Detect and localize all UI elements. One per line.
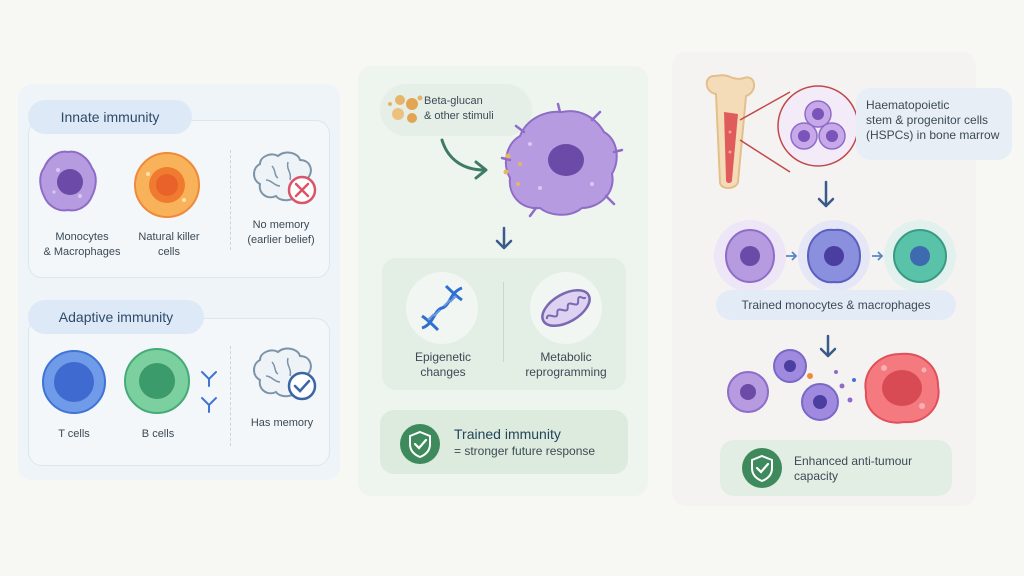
b-cells-label: B cells [141,428,175,440]
zoom-lines [739,91,791,173]
brain-memory-icon [253,347,317,401]
differentiation-row [714,220,956,292]
antibody-icon [201,371,217,413]
b-cell-icon [124,348,190,414]
stimuli-label: Beta-glucan & other stimuli [424,95,494,122]
t-cells-label: T cells [58,428,90,440]
beta-glucan-icon [388,95,423,123]
mitochondrion-icon [530,272,602,344]
stimulus-particles-icon [503,153,522,186]
hspc-label: Haematopoietic stem & progenitor cells (… [866,98,1000,142]
bone-icon [705,74,755,189]
innate-title: Innate immunity [28,100,192,134]
nk-cell-icon [134,152,200,218]
adaptive-divider [230,346,231,446]
down-arrow-icon [819,334,837,358]
monocyte-icon [39,150,97,212]
shield-check-icon [400,424,440,464]
trained-immunity-title: Trained immunity [454,426,561,442]
monocytes-label: Monocytes & Macrophages [43,231,121,258]
down-arrow-icon [817,180,835,208]
shield-check-icon [742,448,782,488]
down-arrow-icon [495,226,513,250]
dna-icon [406,272,478,344]
tumour-attack-icon [727,349,940,424]
trained-macrophage-icon [500,102,624,218]
hspc-cluster-icon [777,85,859,167]
mechanisms-divider [503,282,504,362]
curved-arrow-icon [440,138,488,180]
brain-no-memory-icon [253,151,317,205]
hspc-box [856,88,1012,160]
nk-label: Natural killer cells [138,231,200,258]
anti-tumour-label: Enhanced anti-tumour capacity [794,454,913,483]
stimuli-box [380,84,532,136]
trained-cells-box: Trained monocytes & macrophages [716,290,956,320]
has-memory-label: Has memory [250,417,314,429]
no-memory-label: No memory (earlier belief) [247,219,315,246]
adaptive-title: Adaptive immunity [28,300,204,334]
t-cell-icon [42,350,106,414]
metabolic-label: Metabolic reprogramming [525,350,607,379]
innate-divider [230,150,231,250]
trained-immunity-sub: = stronger future response [454,444,596,458]
epigenetic-label: Epigenetic changes [414,350,472,379]
